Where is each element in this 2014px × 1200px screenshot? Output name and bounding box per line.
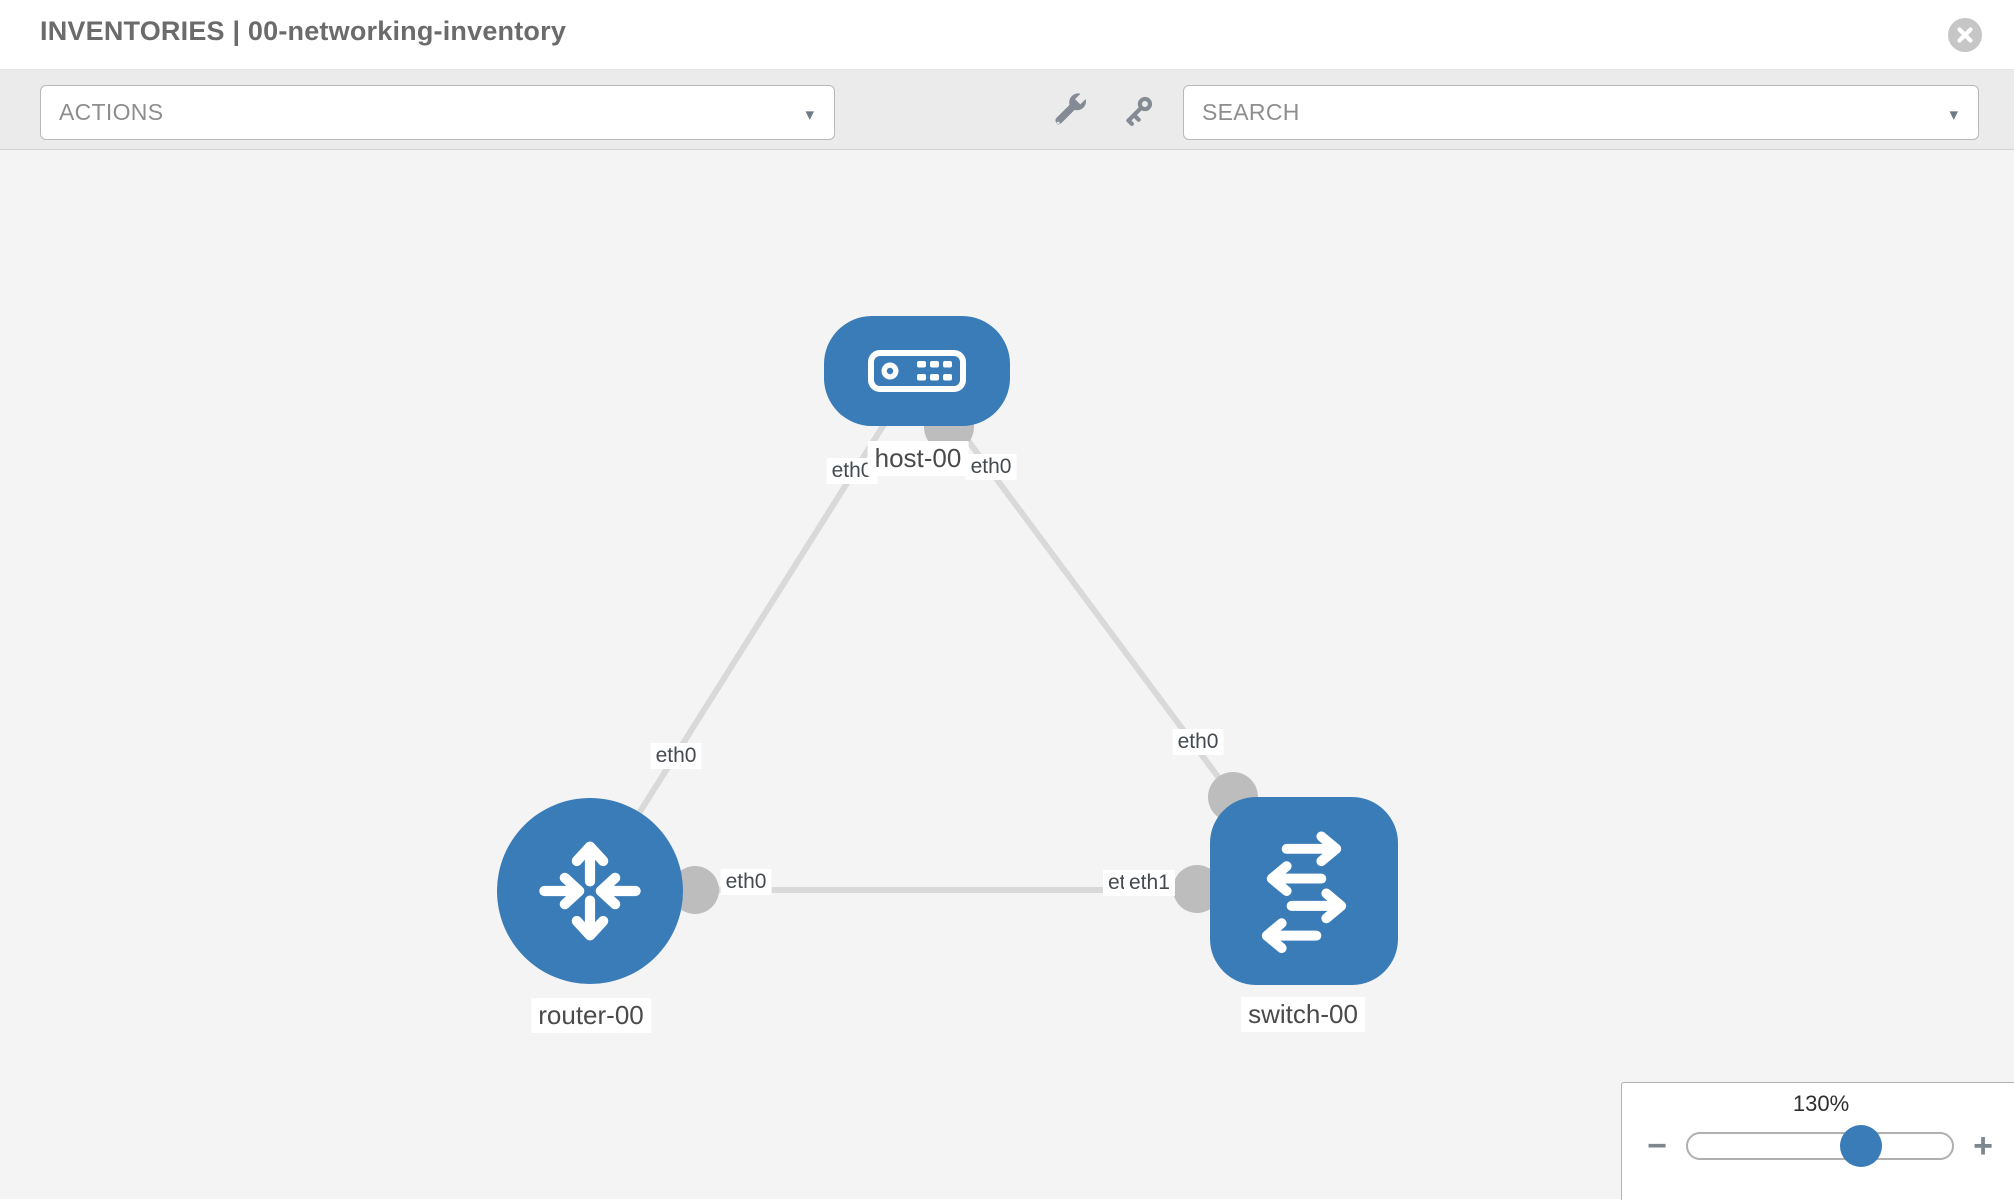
close-icon bbox=[1957, 27, 1973, 43]
port-label-switch-link-eth0: eth0 bbox=[1172, 729, 1224, 755]
page-title: INVENTORIES | 00-networking-inventory bbox=[40, 16, 567, 46]
actions-dropdown-label: ACTIONS bbox=[59, 99, 164, 125]
topology-links-layer bbox=[587, 370, 1290, 914]
node-switch[interactable] bbox=[1210, 797, 1398, 985]
chevron-down-icon: ▾ bbox=[805, 105, 814, 124]
link-host-switch[interactable] bbox=[914, 370, 1236, 799]
port-label-host-eth0-right: eth0 bbox=[965, 454, 1017, 480]
node-label-host: host-00 bbox=[867, 441, 969, 476]
wrench-icon[interactable] bbox=[1048, 92, 1092, 130]
node-host[interactable] bbox=[824, 316, 1010, 426]
toolbar: ACTIONS ▾ SEARCH ▾ bbox=[0, 70, 2014, 150]
search-dropdown[interactable]: SEARCH ▾ bbox=[1183, 85, 1979, 140]
zoom-slider-track[interactable] bbox=[1686, 1125, 1954, 1167]
router-icon bbox=[539, 841, 641, 941]
chevron-down-icon: ▾ bbox=[1949, 105, 1958, 124]
zoom-level: 130% bbox=[1792, 1091, 1850, 1116]
zoom-out-button[interactable]: − bbox=[1647, 1127, 1667, 1165]
node-router[interactable] bbox=[497, 798, 683, 984]
zoom-in-button[interactable]: + bbox=[1973, 1127, 1993, 1165]
switch-icon bbox=[1261, 831, 1347, 953]
zoom-slider-thumb[interactable] bbox=[1840, 1125, 1882, 1167]
host-icon bbox=[868, 350, 966, 392]
node-label-switch: switch-00 bbox=[1241, 997, 1365, 1032]
port-label-router-link-eth0: eth0 bbox=[650, 743, 702, 769]
zoom-slider: − + bbox=[1622, 1123, 2014, 1169]
close-button[interactable] bbox=[1948, 18, 1982, 52]
search-dropdown-label: SEARCH bbox=[1202, 99, 1300, 125]
topology-canvas[interactable]: host-00 router-00 switch-00 eth0 eth0 et… bbox=[0, 150, 2014, 1200]
zoom-panel: 130% − + bbox=[1621, 1082, 2014, 1200]
node-label-router: router-00 bbox=[531, 998, 651, 1033]
port-label-switch-eth1: eth1 bbox=[1124, 870, 1175, 896]
key-icon[interactable] bbox=[1116, 92, 1160, 130]
port-connector-router bbox=[671, 866, 719, 914]
port-connector-switch-left bbox=[1173, 865, 1221, 913]
port-label-router-eth0: eth0 bbox=[720, 869, 772, 895]
actions-dropdown[interactable]: ACTIONS ▾ bbox=[40, 85, 835, 140]
page-header: INVENTORIES | 00-networking-inventory bbox=[0, 0, 2014, 70]
